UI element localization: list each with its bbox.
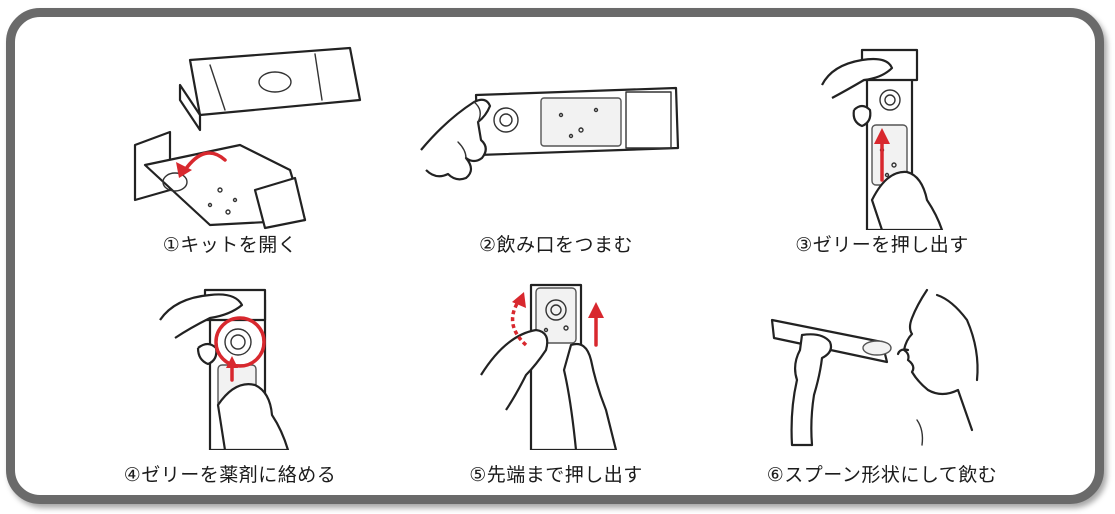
step-5: ⑤先端まで押し出す <box>386 280 726 486</box>
step-5-caption: ⑤先端まで押し出す <box>469 464 643 486</box>
step-2-caption: ②飲み口をつまむ <box>478 234 634 256</box>
step-3: ③ゼリーを押し出す <box>712 30 1052 270</box>
step-3-caption: ③ゼリーを押し出す <box>795 234 969 256</box>
step-4: ④ゼリーを薬剤に絡める <box>60 280 400 486</box>
step-1-caption: ①キットを開く <box>162 234 298 256</box>
step-4-caption: ④ゼリーを薬剤に絡める <box>123 464 337 486</box>
push-to-tip-illustration <box>480 283 618 450</box>
squeeze-jelly-illustration <box>821 48 944 230</box>
step-1: ①キットを開く <box>60 30 400 270</box>
open-kit-illustration <box>133 46 362 230</box>
drink-with-spoon-illustration <box>770 288 979 447</box>
mix-jelly-illustration <box>159 288 290 450</box>
step-6: ⑥スプーン形状にして飲む <box>712 280 1052 486</box>
pinch-spout-illustration <box>420 86 680 181</box>
step-2: ②飲み口をつまむ <box>386 30 726 270</box>
step-6-caption: ⑥スプーン形状にして飲む <box>766 464 998 486</box>
